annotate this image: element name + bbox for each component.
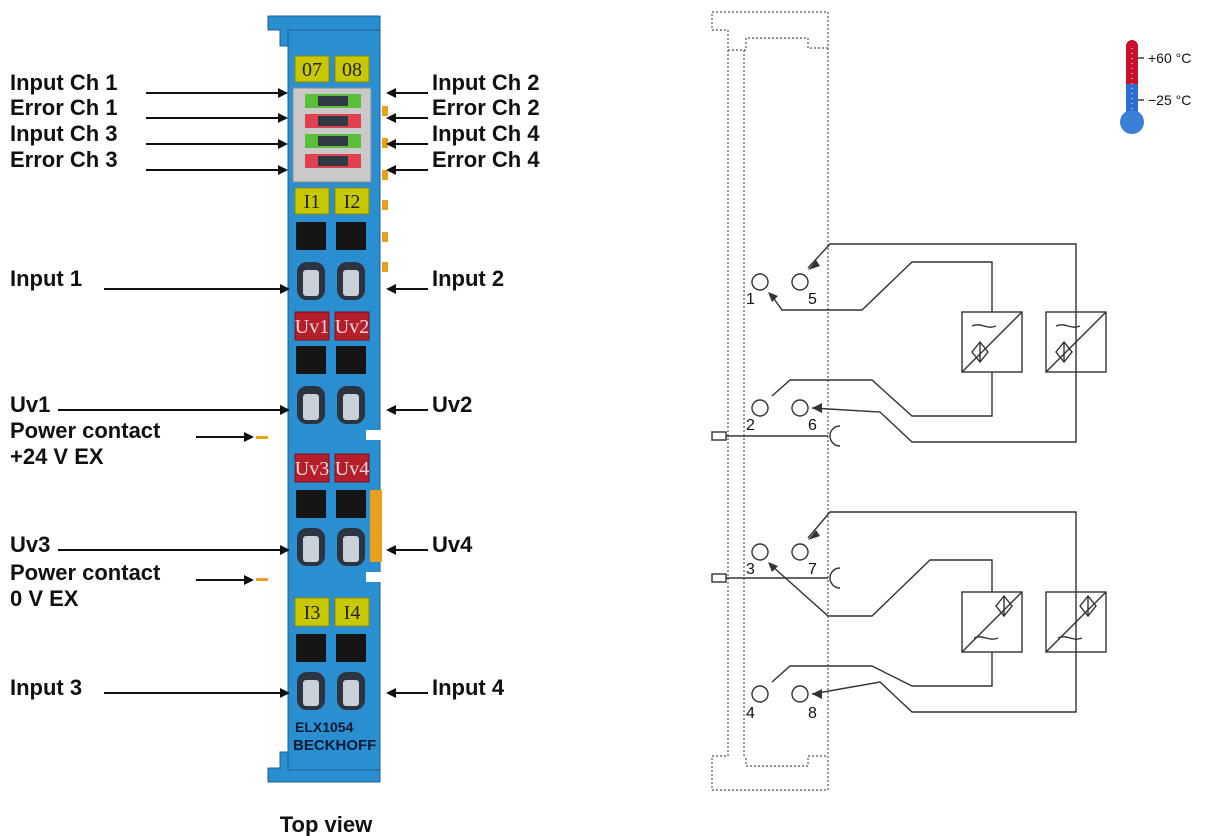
led-top-08-label: 08 — [342, 59, 362, 81]
label-power-contact-0v-line2: 0 V EX — [10, 586, 79, 611]
led-top-08: 08 — [334, 55, 370, 83]
led-uv1: Uv1 — [294, 311, 330, 341]
label-uv4: Uv4 — [432, 532, 473, 557]
label-uv3: Uv3 — [10, 532, 50, 557]
pin-4-terminal — [751, 685, 769, 703]
led-uv3: Uv3 — [294, 453, 330, 483]
led-input-ch1-ch2 — [305, 94, 361, 108]
label-input-3: Input 3 — [10, 675, 82, 700]
label-input-ch2: Input Ch 2 — [432, 70, 540, 95]
label-error-ch1: Error Ch 1 — [10, 95, 118, 120]
isolator-ch3 — [961, 591, 1023, 653]
model-label: ELX1054 — [295, 719, 354, 735]
led-status-window — [292, 87, 372, 183]
led-input-ch3-ch4 — [305, 134, 361, 148]
isolator-ch2 — [1045, 311, 1107, 373]
pin-6-terminal — [791, 399, 809, 417]
label-power-contact-24v-line2: +24 V EX — [10, 444, 104, 469]
clamp-row-3 — [296, 490, 366, 566]
isolator-ch4 — [1045, 591, 1107, 653]
label-error-ch3: Error Ch 3 — [10, 147, 118, 172]
isolator-ch1 — [961, 311, 1023, 373]
temperature-max: +60 °C — [1148, 50, 1191, 66]
label-input-ch4: Input Ch 4 — [432, 121, 540, 146]
pin-7-label: 7 — [808, 561, 817, 578]
temperature-min: −25 °C — [1148, 92, 1191, 108]
led-top-07-label: 07 — [302, 59, 322, 81]
pin-3-label: 3 — [746, 561, 755, 578]
pin-7-terminal — [791, 543, 809, 561]
led-uv4: Uv4 — [334, 453, 370, 483]
led-i2-label: I2 — [344, 191, 361, 213]
pin-5-terminal — [791, 273, 809, 291]
led-i3: I3 — [294, 597, 330, 627]
schematic-outline — [711, 11, 829, 791]
pin-8-terminal — [791, 685, 809, 703]
pin-8-label: 8 — [808, 705, 817, 722]
pin-3-terminal — [751, 543, 769, 561]
led-i1-label: I1 — [304, 191, 321, 213]
label-power-contact-24v-line1: Power contact — [10, 418, 161, 443]
led-uv3-label: Uv3 — [295, 458, 329, 480]
label-input-1: Input 1 — [10, 266, 82, 291]
led-error-ch3-ch4 — [305, 154, 361, 168]
top-view-label: Top view — [280, 812, 373, 836]
led-i4: I4 — [334, 597, 370, 627]
label-error-ch4: Error Ch 4 — [432, 147, 540, 172]
schematic-wiring-upper — [711, 243, 1077, 447]
pin-5-label: 5 — [808, 291, 817, 308]
pin-6-label: 6 — [808, 417, 817, 434]
led-uv2-label: Uv2 — [335, 316, 369, 338]
clamp-row-1 — [296, 222, 366, 300]
label-error-ch2: Error Ch 2 — [432, 95, 540, 120]
led-i2: I2 — [334, 187, 370, 215]
pin-2-terminal — [751, 399, 769, 417]
brand-label: BECKHOFF — [293, 737, 376, 754]
label-input-4: Input 4 — [432, 675, 505, 700]
schematic-pins: 1 5 2 6 3 7 4 8 — [746, 273, 817, 722]
clamp-row-4 — [296, 634, 366, 710]
led-uv2: Uv2 — [334, 311, 370, 341]
led-i3-label: I3 — [304, 602, 321, 624]
schematic-wiring-lower — [711, 511, 1077, 713]
led-top-07: 07 — [294, 55, 330, 83]
pin-1-terminal — [751, 273, 769, 291]
label-input-2: Input 2 — [432, 266, 504, 291]
label-uv2: Uv2 — [432, 392, 472, 417]
pin-2-label: 2 — [746, 417, 755, 434]
led-error-ch1-ch2 — [305, 114, 361, 128]
pin-4-label: 4 — [746, 705, 755, 722]
led-uv1-label: Uv1 — [295, 316, 329, 338]
clamp-row-2 — [296, 346, 366, 424]
led-i1: I1 — [294, 187, 330, 215]
pin-1-label: 1 — [746, 291, 755, 308]
led-i4-label: I4 — [344, 602, 361, 624]
label-input-ch1: Input Ch 1 — [10, 70, 118, 95]
thermometer-icon — [1120, 40, 1144, 134]
label-power-contact-0v-line1: Power contact — [10, 560, 161, 585]
label-input-ch3: Input Ch 3 — [10, 121, 118, 146]
led-uv4-label: Uv4 — [335, 458, 369, 480]
label-uv1: Uv1 — [10, 392, 50, 417]
